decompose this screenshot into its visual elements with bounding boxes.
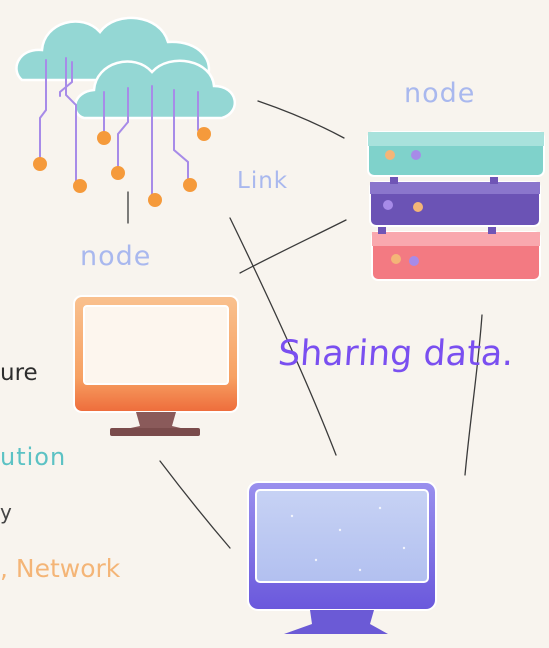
link-cloud-server (257, 100, 345, 139)
clipped-text-network: , Network (0, 554, 121, 583)
link-label: Link (237, 168, 289, 194)
clipped-text-ution: ution (0, 443, 67, 471)
monitor-icon-orange (73, 295, 239, 436)
link-server-node (239, 219, 347, 274)
monitor-node-label: node (80, 241, 152, 272)
cloud-icon (15, 16, 237, 207)
server-node-label: node (404, 78, 476, 109)
sharing-data-caption: Sharing data. (276, 334, 515, 374)
clipped-text-ure: ure (0, 360, 38, 386)
clipped-text-y: y (0, 500, 12, 524)
link-server-monitor (464, 314, 483, 476)
link-link-monitor (229, 217, 337, 456)
monitor-icon-purple (247, 481, 437, 634)
connection-lines (127, 100, 483, 549)
link-node-monitor (159, 460, 231, 549)
server-stack-icon (367, 131, 545, 281)
